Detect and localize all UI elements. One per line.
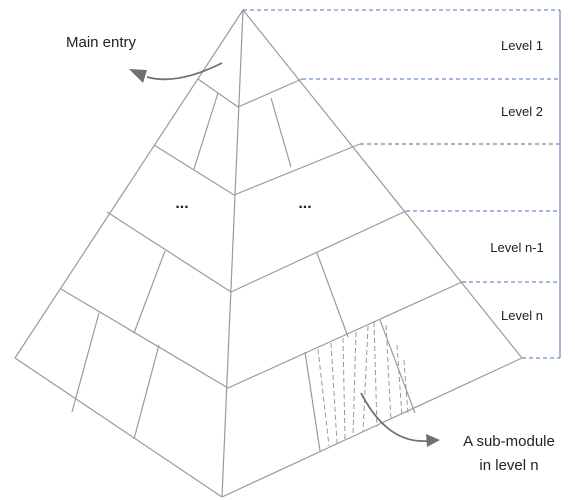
level-label-2: Level 2	[501, 104, 543, 119]
band-line-level1	[197, 78, 303, 108]
main-entry-arrow	[146, 62, 223, 81]
level-band-lines	[60, 78, 463, 389]
sub-module-arrowhead	[426, 434, 440, 447]
sub-module-arrow	[360, 392, 428, 442]
pyramid-outline	[14, 9, 523, 498]
band-line-level4	[60, 281, 463, 389]
sub-module-label-line1: A sub-module	[463, 433, 555, 450]
main-entry-annotation: Main entry	[66, 34, 223, 83]
pyramid-right-face-edge	[221, 9, 523, 498]
sub-module-annotation: A sub-module in level n	[360, 392, 555, 474]
sub-module-label-line2: in level n	[479, 457, 538, 474]
ellipsis-left: ...	[175, 195, 188, 212]
pyramid-front-ridge	[221, 9, 244, 498]
level-label-1: Level 1	[501, 38, 543, 53]
main-entry-label: Main entry	[66, 34, 137, 51]
pyramid-left-face-edge	[14, 9, 244, 498]
sub-module-dividers	[71, 92, 416, 452]
level-labels: Level 1 Level 2 Level n-1 Level n	[490, 38, 543, 323]
main-entry-arrowhead	[129, 69, 147, 83]
level-guides	[243, 9, 561, 359]
ellipsis-right: ...	[298, 195, 311, 212]
level-label-n-1: Level n-1	[490, 240, 543, 255]
highlighted-sub-module[interactable]	[317, 321, 409, 447]
level-label-n: Level n	[501, 308, 543, 323]
band-line-level3	[106, 210, 407, 293]
ellipsis-markers: ... ...	[175, 195, 311, 212]
band-line-level2	[153, 143, 361, 196]
